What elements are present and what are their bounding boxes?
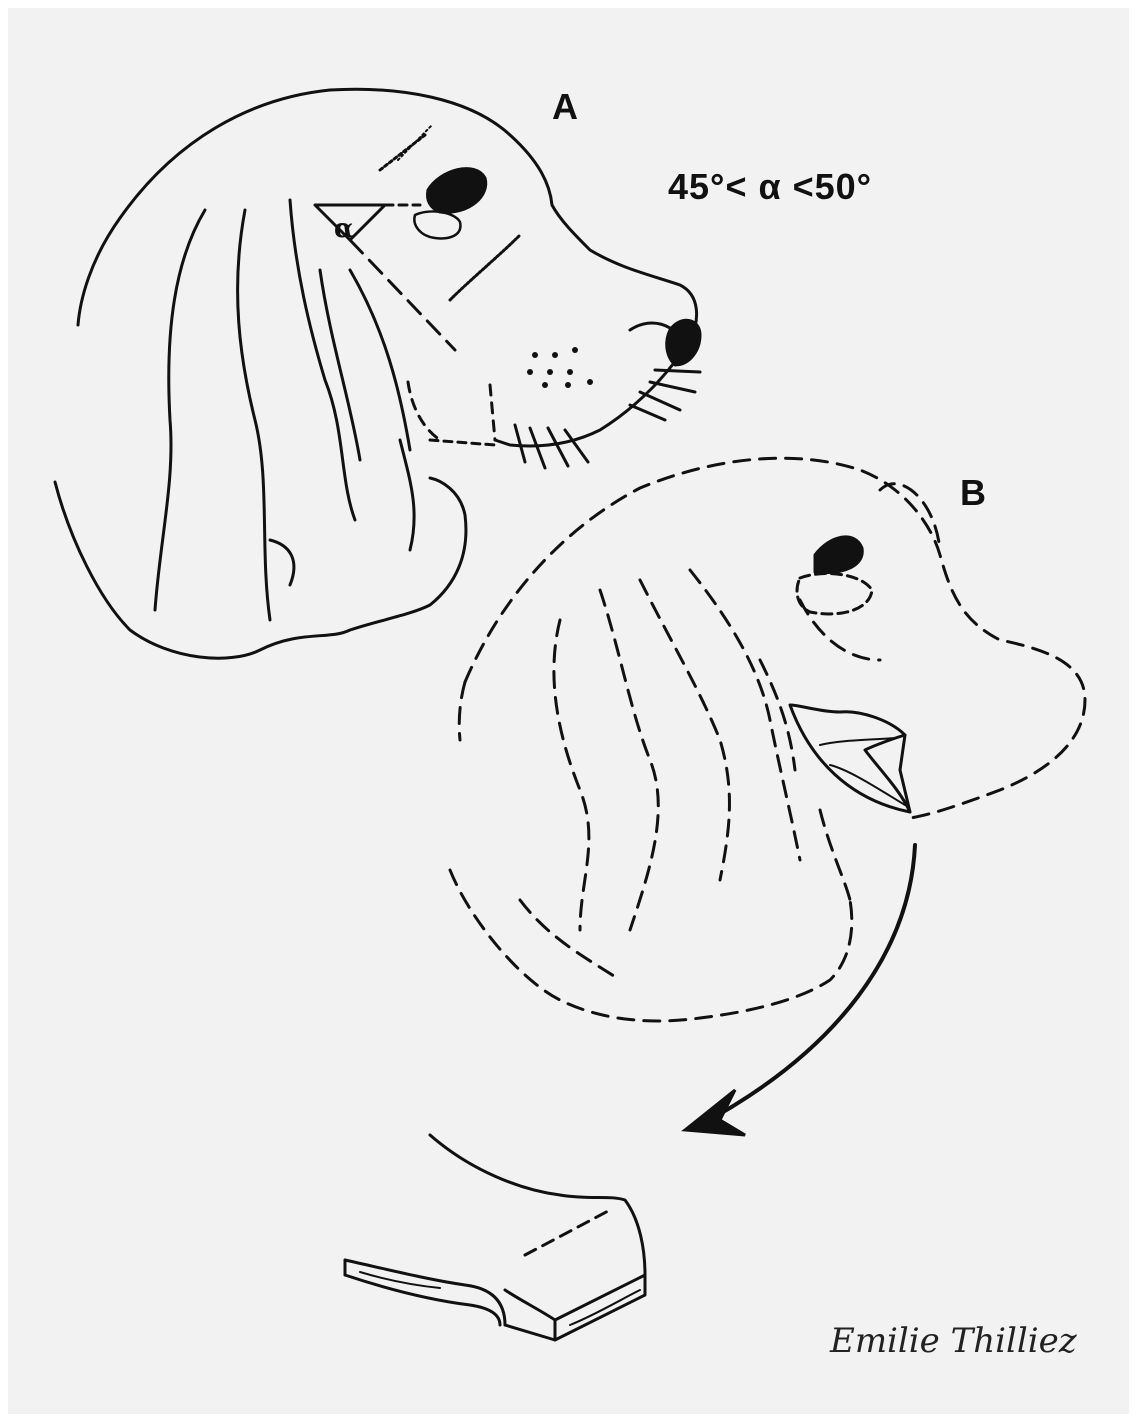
artist-signature: Emilie Thilliez bbox=[830, 1321, 1077, 1361]
label-b: B bbox=[960, 472, 986, 514]
paper-background bbox=[8, 8, 1129, 1414]
angle-range-annotation: 45°< α <50° bbox=[668, 166, 872, 208]
label-a: A bbox=[552, 86, 578, 128]
angle-symbol-label: α bbox=[334, 214, 354, 244]
